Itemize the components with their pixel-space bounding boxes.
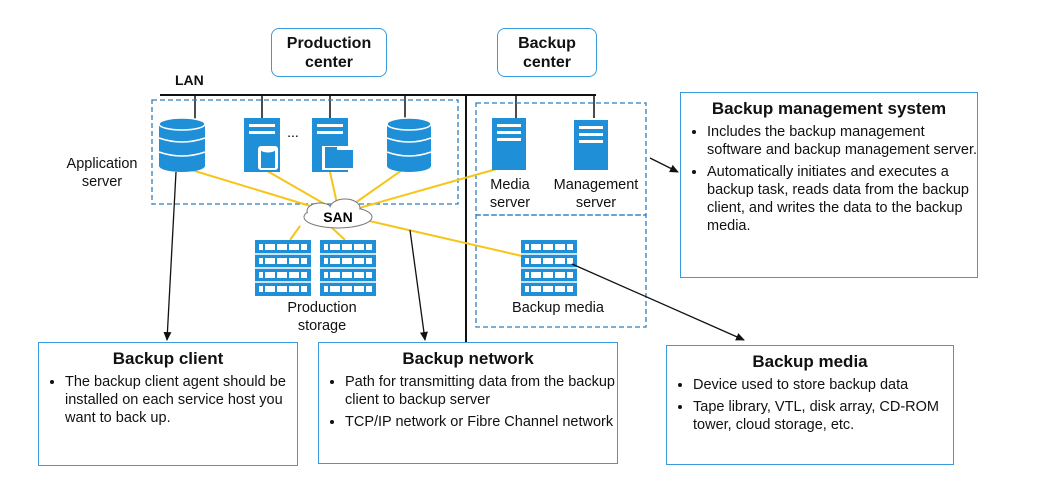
panel-title: Backup media xyxy=(752,352,868,371)
panel-title: Backup management system xyxy=(711,99,947,118)
panel-bullet: The backup client agent should be instal… xyxy=(65,373,297,427)
application-server-label: Application server xyxy=(66,156,138,190)
backup-network-panel: Backup network Path for transmitting dat… xyxy=(318,342,618,464)
storage-array-icon xyxy=(320,240,376,296)
management-server-icon xyxy=(574,120,608,170)
storage-array-icon xyxy=(255,240,311,296)
backup-server-group xyxy=(475,102,647,216)
database-icon xyxy=(386,117,432,172)
server-folder-icon xyxy=(312,118,356,172)
arrow-to-backup-client xyxy=(163,171,177,341)
arrow-to-management-panel xyxy=(649,157,679,173)
panel-bullet: Includes the backup management software … xyxy=(707,123,977,159)
backup-media-group xyxy=(475,214,647,328)
panel-bullet: Device used to store backup data xyxy=(693,376,953,394)
backup-center-header: Backup center xyxy=(497,28,597,77)
management-server-label: Management server xyxy=(553,177,639,211)
san-cloud-icon xyxy=(303,198,373,229)
database-icon xyxy=(158,117,206,172)
backup-media-array-icon xyxy=(521,240,577,296)
backup-media-group-label: Backup media xyxy=(512,300,604,316)
san-label: SAN xyxy=(323,209,353,225)
panel-bullet: Path for transmitting data from the back… xyxy=(345,373,617,409)
panel-bullet: TCP/IP network or Fibre Channel network xyxy=(345,413,617,431)
production-center-header: Production center xyxy=(271,28,387,77)
media-server-icon xyxy=(492,118,526,170)
backup-center-title: Backup center xyxy=(518,35,576,71)
backup-management-panel: Backup management system Includes the ba… xyxy=(680,92,978,278)
backup-media-panel: Backup media Device used to store backup… xyxy=(666,345,954,465)
ellipsis-label: ... xyxy=(287,124,299,140)
panel-bullet: Automatically initiates and executes a b… xyxy=(707,163,977,235)
panel-title: Backup client xyxy=(112,349,224,368)
server-database-icon xyxy=(244,118,280,172)
arrow-to-backup-network xyxy=(409,229,428,341)
lan-label: LAN xyxy=(175,72,204,88)
production-center-title: Production center xyxy=(286,35,372,71)
arrow-to-media-panel xyxy=(571,263,745,341)
panel-bullet: Tape library, VTL, disk array, CD-ROM to… xyxy=(693,398,953,434)
panel-title: Backup network xyxy=(402,349,534,368)
backup-client-panel: Backup client The backup client agent sh… xyxy=(38,342,298,466)
production-storage-label: Production storage xyxy=(287,300,357,334)
media-server-label: Media server xyxy=(489,177,531,211)
